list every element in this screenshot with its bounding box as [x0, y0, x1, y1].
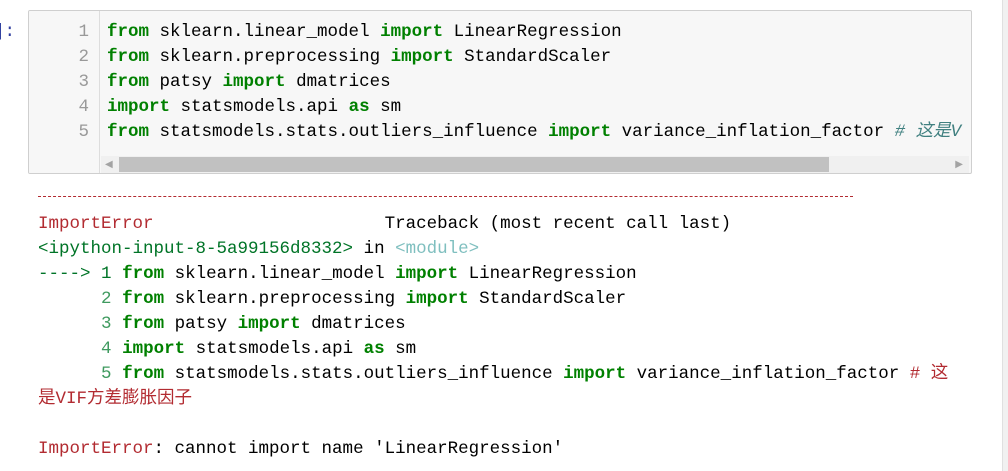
error-output: ImportError Traceback (most recent call …: [38, 212, 948, 462]
keyword: import: [107, 97, 171, 117]
comment: # 这是V: [894, 122, 962, 142]
traceback-line: ----> 1 from sklearn.linear_model import…: [38, 262, 948, 287]
code-line: from statsmodels.stats.outliers_influenc…: [107, 120, 961, 145]
wrapped-comment: 是VIF方差膨胀因子: [38, 389, 193, 409]
code-text: LinearRegression: [458, 264, 637, 284]
traceback-lines: ----> 1 from sklearn.linear_model import…: [38, 262, 948, 387]
code-text: sm: [369, 97, 402, 117]
page-scrollbar[interactable]: [1002, 0, 1008, 471]
error-text: : cannot import name 'LinearRegression': [153, 439, 564, 459]
cell-prompt: ]:: [0, 22, 16, 42]
line-number-gutter: 1 2 3 4 5: [29, 11, 100, 173]
code-text: patsy: [164, 314, 238, 334]
code-text: from: [122, 364, 165, 384]
code-text: sklearn.preprocessing: [164, 289, 406, 309]
traceback-line-number: 5: [101, 364, 112, 384]
code-text: import: [395, 264, 459, 284]
code-editor[interactable]: from sklearn.linear_model import LinearR…: [107, 20, 961, 145]
keyword: import: [222, 72, 286, 92]
code-text: variance_inflation_factor: [626, 364, 910, 384]
code-text: statsmodels.stats.outliers_influence: [159, 122, 549, 142]
code-text: from: [122, 314, 165, 334]
traceback-line: 3 from patsy import dmatrices: [38, 312, 948, 337]
error-message: ImportError: cannot import name 'LinearR…: [38, 437, 948, 462]
code-text: import: [122, 339, 186, 359]
traceback-line-number: 3: [101, 314, 112, 334]
module-ref: <module>: [395, 239, 480, 259]
input-ref: <ipython-input-8-5a99156d8332>: [38, 239, 354, 259]
traceback-line-number: 4: [101, 339, 112, 359]
code-text: statsmodels.api: [180, 97, 349, 117]
code-text: statsmodels.stats.outliers_influence: [164, 364, 564, 384]
code-text: sklearn.preprocessing: [159, 47, 391, 67]
code-text: dmatrices: [285, 72, 391, 92]
code-text: import: [237, 314, 301, 334]
code-line: from patsy import dmatrices: [107, 70, 961, 95]
code-text: as: [363, 339, 385, 359]
code-text: sklearn.linear_model: [159, 22, 381, 42]
code-text: # 这: [909, 364, 949, 384]
keyword: import: [548, 122, 612, 142]
code-text: sklearn.linear_model: [164, 264, 396, 284]
line-number: 4: [78, 97, 89, 117]
line-number: 2: [78, 47, 89, 67]
code-text: statsmodels.api: [185, 339, 364, 359]
traceback-line: 2 from sklearn.preprocessing import Stan…: [38, 287, 948, 312]
scroll-left-icon[interactable]: ◀: [105, 159, 113, 170]
keyword: from: [107, 47, 150, 67]
traceback-label: Traceback (most recent call last): [153, 214, 732, 234]
code-line: from sklearn.linear_model import LinearR…: [107, 20, 961, 45]
line-number: 3: [78, 72, 89, 92]
code-text: dmatrices: [300, 314, 406, 334]
code-text: StandardScaler: [468, 289, 627, 309]
scroll-right-icon[interactable]: ▶: [955, 159, 963, 170]
traceback-line-number: 1: [101, 264, 112, 284]
code-cell[interactable]: 1 2 3 4 5 from sklearn.linear_model import L…: [28, 10, 972, 174]
code-text: import: [563, 364, 627, 384]
keyword: from: [107, 122, 150, 142]
keyword: import: [380, 22, 444, 42]
keyword: import: [390, 47, 454, 67]
code-text: patsy: [159, 72, 223, 92]
error-name: ImportError: [38, 439, 154, 459]
scrollbar-thumb[interactable]: [119, 157, 829, 172]
code-line: import statsmodels.api as sm: [107, 95, 961, 120]
line-number: 5: [78, 122, 89, 142]
error-name: ImportError: [38, 214, 154, 234]
line-number: 1: [78, 22, 89, 42]
traceback-line: 5 from statsmodels.stats.outliers_influe…: [38, 362, 948, 387]
code-text: sm: [384, 339, 417, 359]
traceback-divider: [38, 196, 853, 197]
traceback-location: <ipython-input-8-5a99156d8332> in <modul…: [38, 237, 948, 262]
horizontal-scrollbar[interactable]: ◀ ▶: [101, 156, 969, 173]
keyword: as: [348, 97, 370, 117]
code-text: LinearRegression: [443, 22, 622, 42]
blank-line: [38, 412, 948, 437]
code-text: from: [122, 289, 165, 309]
keyword: from: [107, 22, 150, 42]
code-line: from sklearn.preprocessing import Standa…: [107, 45, 961, 70]
traceback-line: 4 import statsmodels.api as sm: [38, 337, 948, 362]
code-text: import: [405, 289, 469, 309]
code-text: from: [122, 264, 165, 284]
in-text: in: [353, 239, 396, 259]
current-line-arrow: ---->: [38, 264, 91, 284]
traceback-line-number: 2: [101, 289, 112, 309]
keyword: from: [107, 72, 150, 92]
code-text: StandardScaler: [453, 47, 612, 67]
traceback-header: ImportError Traceback (most recent call …: [38, 212, 948, 237]
code-text: variance_inflation_factor: [611, 122, 895, 142]
